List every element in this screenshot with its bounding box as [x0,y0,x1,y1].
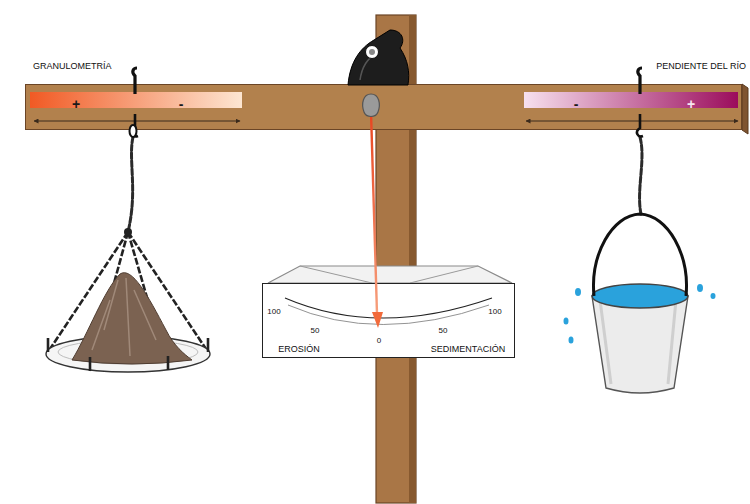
rope [90,232,128,371]
rope-knot [124,228,132,236]
bucket [592,296,688,393]
chain [640,137,642,214]
scale-sign: + [72,97,80,111]
plate-rim [58,340,198,364]
bucket-water [592,284,688,308]
rope [128,232,208,352]
gauge-text: SEDIMENTACIÓN [431,345,505,354]
pointer-tip [372,312,383,328]
bucket-handle [594,214,687,296]
pointer-needle [371,112,377,314]
scale-sign: - [179,97,184,111]
pivot-pin [366,46,379,59]
gauge-text: 100 [267,308,280,316]
rope [167,356,170,370]
scale-label: PENDIENTE DEL RÍO [656,62,746,71]
gauge-text: 100 [488,308,501,316]
range-arrow [526,121,738,122]
hook [133,68,137,94]
gauge-panel: 100 50 0 50 100EROSIÓN SEDIMENTACIÓN [262,283,515,358]
beam-bar: + - - + [25,84,742,130]
water-drop [569,337,574,344]
range-arrow [34,121,240,122]
pivot-fixture [348,30,409,85]
plate-ropes [48,232,208,371]
water-drop [697,284,703,292]
sand-pile [72,273,192,364]
water-drop [564,318,569,325]
slope-bar [524,92,738,108]
beam-end [742,84,748,134]
granulometry-bar [30,92,242,108]
gauge-text: 0 [377,337,381,345]
gauge-text: 50 [311,327,320,335]
scale-arc [285,298,492,318]
gauge-brace [300,266,478,283]
rope [47,338,50,352]
bucket-shade [600,300,676,384]
plate [46,336,210,372]
water-drop [711,293,716,299]
scale-sign: + [687,97,695,111]
scale-sign: - [574,97,579,111]
water-drops [564,284,716,344]
plate-ropes-front [48,338,208,371]
ring [130,125,137,137]
hook-lower [637,114,643,136]
rope [89,357,92,371]
sand-texture [92,278,156,356]
rope [128,232,168,370]
gauge-back [268,266,512,283]
scale-arc-inner [288,305,489,325]
scale-label: GRANULOMETRÍA [33,62,112,71]
gauge-text: EROSIÓN [278,345,320,354]
pivot-highlight [360,54,376,80]
pointer-bob [363,94,380,117]
chain [128,137,133,232]
water-drop [575,288,581,296]
pivot-pin-core [369,49,375,55]
gauge-text: 50 [439,327,448,335]
rope [48,232,128,352]
rope [207,338,210,352]
hook-lower [132,114,138,136]
hook [638,68,642,94]
